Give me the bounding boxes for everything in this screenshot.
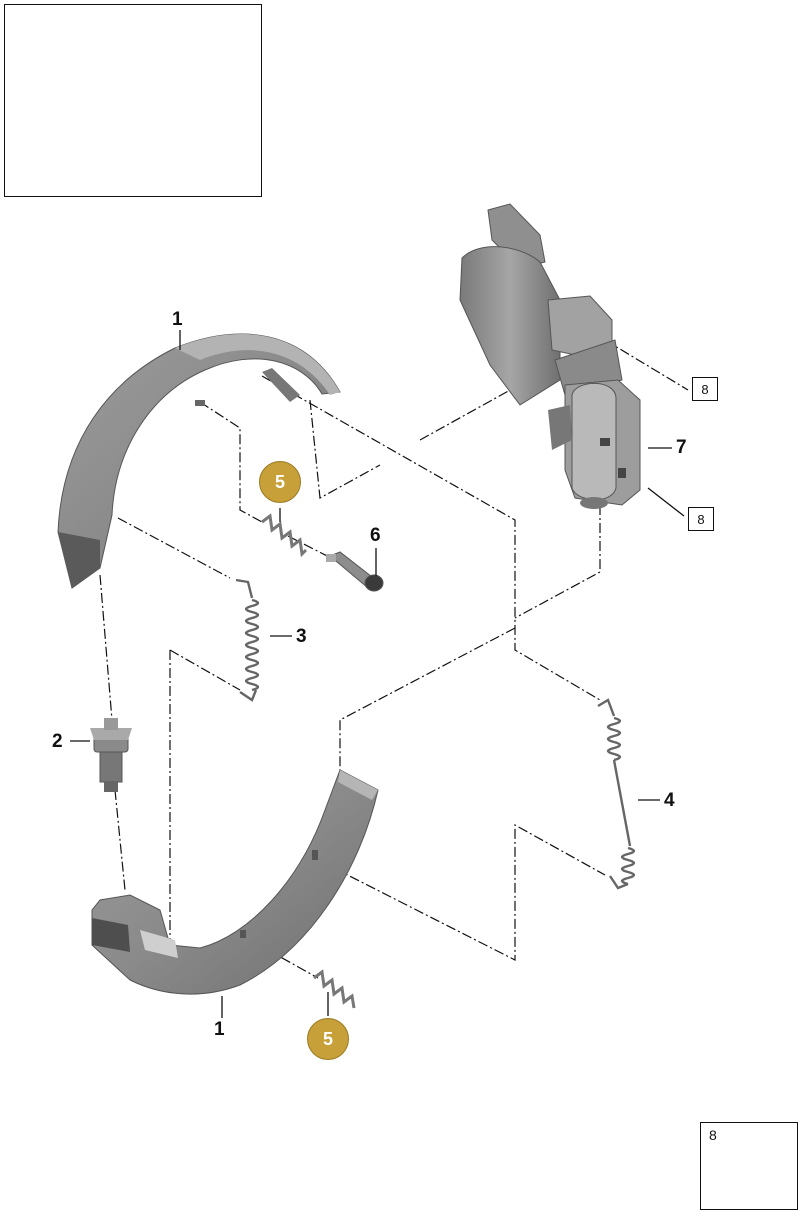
callout-actuator: 7 [676, 437, 687, 458]
bolt-detail-label: 8 [709, 1127, 717, 1143]
adjuster-part [90, 718, 132, 792]
callout-shoe-bottom: 1 [214, 1019, 225, 1040]
callout-spring-lower: 4 [664, 790, 675, 811]
spring-3 [235, 578, 260, 702]
callout-spring-upper: 3 [296, 626, 307, 647]
callout-shoe-top: 1 [172, 309, 183, 330]
brake-shoe-upper [57, 333, 341, 589]
spring-4 [597, 698, 636, 890]
ref-bolt-upper[interactable]: 8 [692, 377, 718, 401]
vehicle-thumbnail-frame [4, 4, 262, 197]
badge-spring-lower[interactable]: 5 [307, 1018, 349, 1060]
ref-bolt-lower[interactable]: 8 [688, 507, 714, 531]
pin-6 [326, 551, 384, 592]
leader-lines [99, 339, 689, 979]
spring-5-upper [261, 513, 308, 558]
callout-adjuster: 2 [52, 731, 63, 752]
brake-shoe-lower [91, 769, 379, 995]
actuator-motor [459, 203, 641, 509]
callout-pin: 6 [370, 525, 381, 546]
badge-spring-upper[interactable]: 5 [259, 461, 301, 503]
spring-5-lower [313, 969, 356, 1009]
bolt-detail-box: 8 [700, 1122, 798, 1210]
